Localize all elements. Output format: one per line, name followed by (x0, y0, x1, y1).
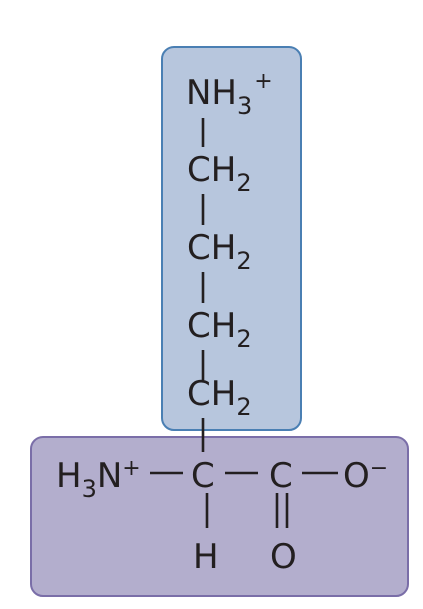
carboxyl-carbon-label: C (269, 456, 293, 496)
backbone-box (30, 436, 409, 597)
alpha-hydrogen-label: H (193, 537, 219, 577)
alpha-amine-label: H3N+ (56, 456, 141, 503)
methylene-group-4: CH2 (187, 374, 252, 421)
carbonyl-oxygen-label: O (270, 537, 297, 577)
methylene-group-3: CH2 (187, 306, 252, 353)
methylene-group-1: CH2 (187, 150, 252, 197)
methylene-group-2: CH2 (187, 228, 252, 275)
carboxylate-oxygen-label: O− (343, 456, 388, 496)
side-chain-box (161, 46, 302, 431)
amino-group-label: NH3+ (186, 69, 273, 120)
alpha-carbon-label: C (191, 456, 215, 496)
